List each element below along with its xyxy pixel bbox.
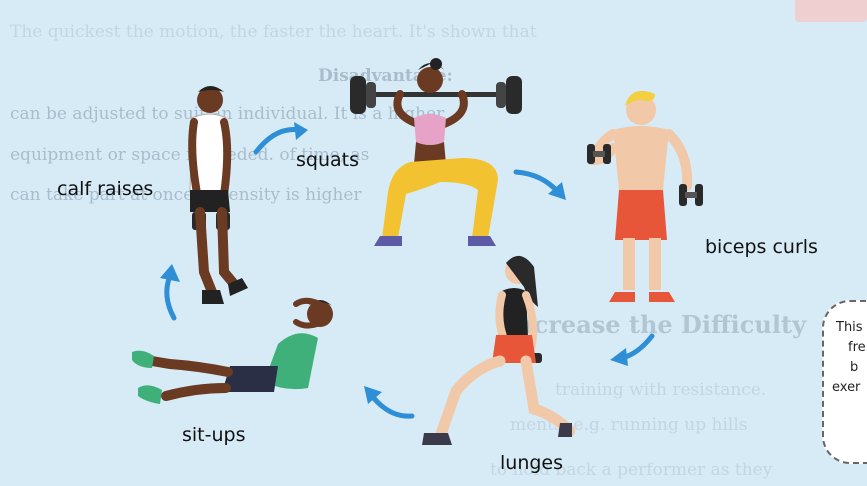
label-sit-ups: sit-ups xyxy=(182,424,246,446)
curved-arrow-icon xyxy=(512,164,572,204)
corner-tab xyxy=(795,0,867,22)
side-note-text: fre xyxy=(848,340,866,355)
curved-arrow-icon xyxy=(150,262,190,322)
lunges-figure xyxy=(410,255,575,460)
squats-figure xyxy=(340,58,530,253)
side-note-text: b xyxy=(850,360,858,375)
label-squats: squats xyxy=(296,149,359,171)
background-text-line: training with resistance. xyxy=(555,380,777,400)
curved-arrow-icon xyxy=(608,332,656,368)
calf-raises-figure xyxy=(182,84,260,314)
biceps-curls-figure xyxy=(585,88,710,310)
label-biceps-curls: biceps curls xyxy=(705,236,818,258)
side-note-text: exer xyxy=(832,380,860,395)
side-note-text: This xyxy=(836,320,863,335)
background-text-line: The quickest the motion, the faster the … xyxy=(10,22,777,42)
curved-arrow-icon xyxy=(360,382,416,422)
label-calf-raises: calf raises xyxy=(57,178,153,200)
label-lunges: lunges xyxy=(500,452,563,474)
